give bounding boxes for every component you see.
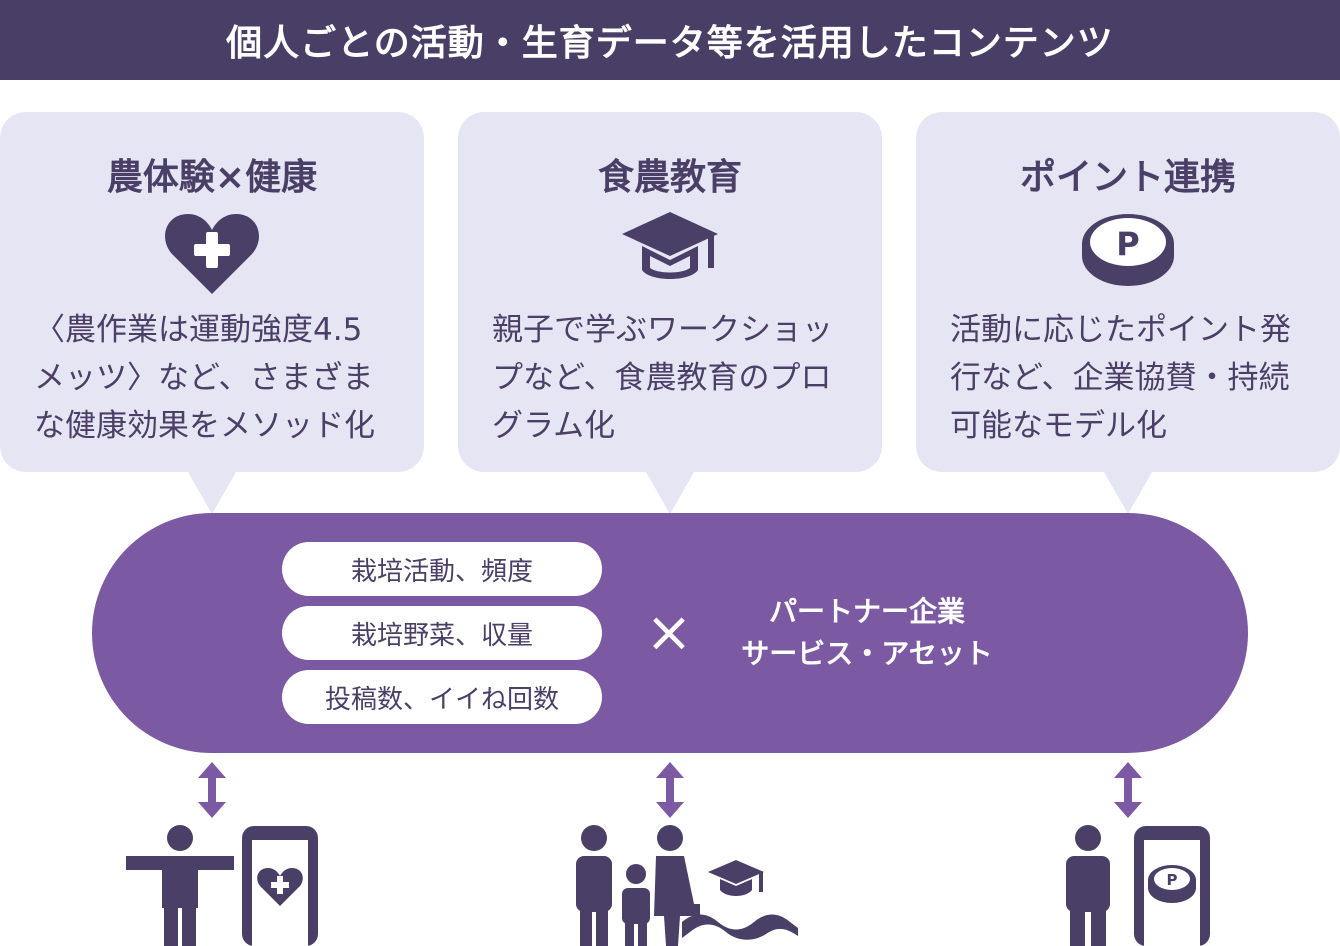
data-capsule: 栽培活動、頻度 栽培野菜、収量 投稿数、イイね回数 × パートナー企業 サービス… (92, 513, 1248, 753)
card-description: 親子で学ぶワークショッ プなど、食農教育のプロ グラム化 (492, 312, 833, 444)
page-title: 個人ごとの活動・生育データ等を活用したコンテンツ (226, 23, 1114, 64)
card-food-education: 食農教育 親子で学ぶワークショッ プなど、食農教育のプロ グラム化 (458, 112, 882, 514)
card-agri-health: 農体験×健康 〈農作業は運動強度4.5 メッツ〉など、さまざま な健康効果をメソ… (0, 112, 424, 514)
card-point-link: ポイント連携 P 活動に応じたポイント発 行など、企業協賛・持続 可能なモデル化 (916, 112, 1340, 514)
point-coin-icon: P (1082, 214, 1174, 286)
card-title: 農体験×健康 (106, 157, 318, 198)
card-title: 食農教育 (597, 157, 742, 198)
data-pill: 栽培活動、頻度 (282, 542, 602, 596)
card-title: ポイント連携 (1019, 157, 1236, 198)
page-header: 個人ごとの活動・生育データ等を活用したコンテンツ (0, 0, 1340, 80)
coin-letter: P (1167, 871, 1178, 889)
graduation-cap-icon (622, 212, 718, 279)
person-with-phone-point-icon: P (1066, 825, 1210, 946)
data-pill: 投稿数、イイね回数 (282, 670, 602, 724)
coin-letter: P (1116, 225, 1139, 263)
partner-label: パートナー企業 サービス・アセット (741, 595, 993, 670)
multiply-symbol: × (645, 600, 693, 665)
data-pill: 栽培野菜、収量 (282, 606, 602, 660)
double-arrow-icon (1114, 762, 1142, 818)
person-with-phone-heart-icon (126, 825, 318, 946)
card-description: 活動に応じたポイント発 行など、企業協賛・持続 可能なモデル化 (950, 312, 1291, 444)
family-education-icon (576, 825, 798, 946)
heart-plus-icon (165, 214, 259, 294)
double-arrow-icon (656, 762, 684, 818)
card-description: 〈農作業は運動強度4.5 メッツ〉など、さまざま な健康効果をメソッド化 (34, 312, 375, 444)
double-arrow-icon (198, 762, 226, 818)
